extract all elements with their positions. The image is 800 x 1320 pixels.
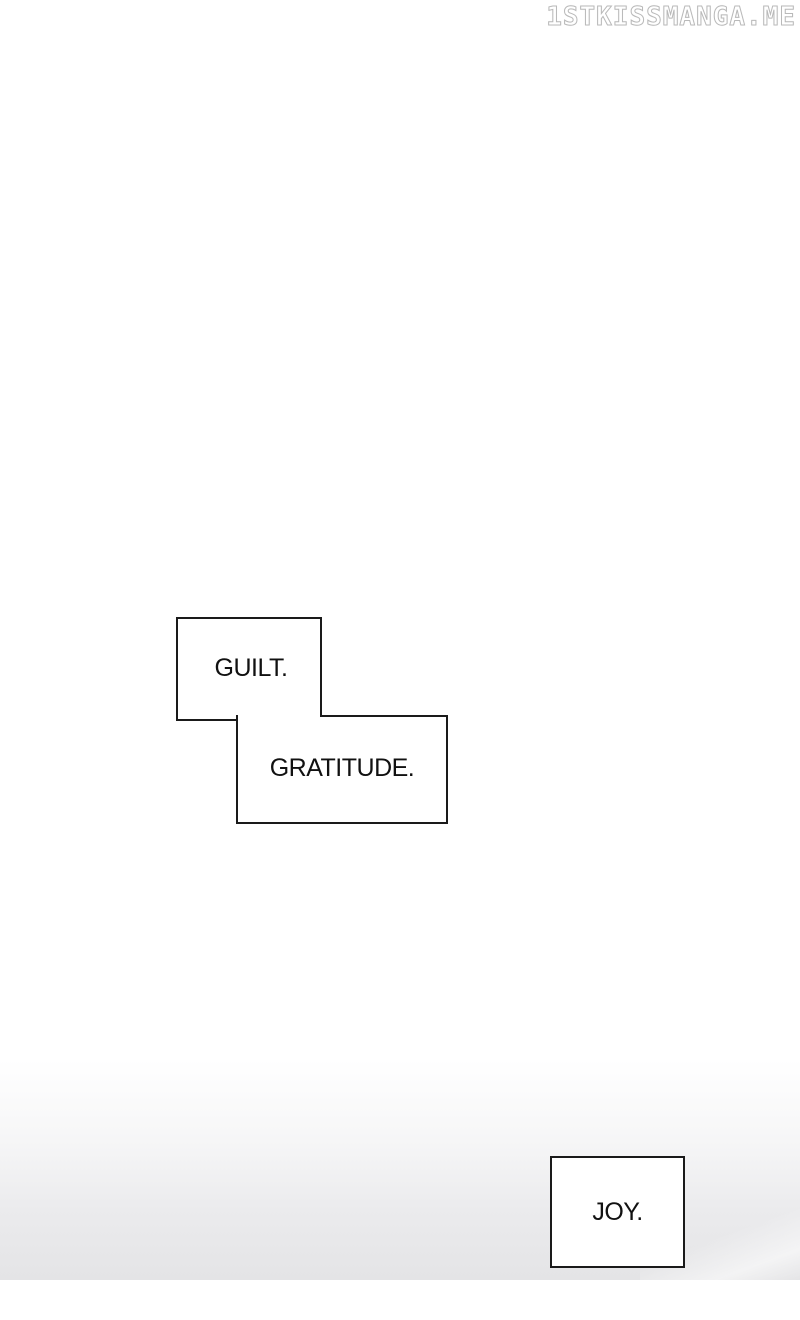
caption-box-guilt: GUILT. (176, 617, 322, 721)
caption-text-gratitude: GRATITUDE. (269, 754, 415, 782)
caption-text-joy: JOY. (592, 1197, 643, 1226)
site-watermark: 1STKISSMANGA.ME (546, 2, 796, 33)
caption-box-joy: JOY. (550, 1156, 685, 1268)
caption-text-guilt: GUILT. (214, 653, 288, 682)
caption-box-gratitude: GRATITUDE. (236, 715, 448, 824)
caption-box-joint (238, 715, 320, 723)
